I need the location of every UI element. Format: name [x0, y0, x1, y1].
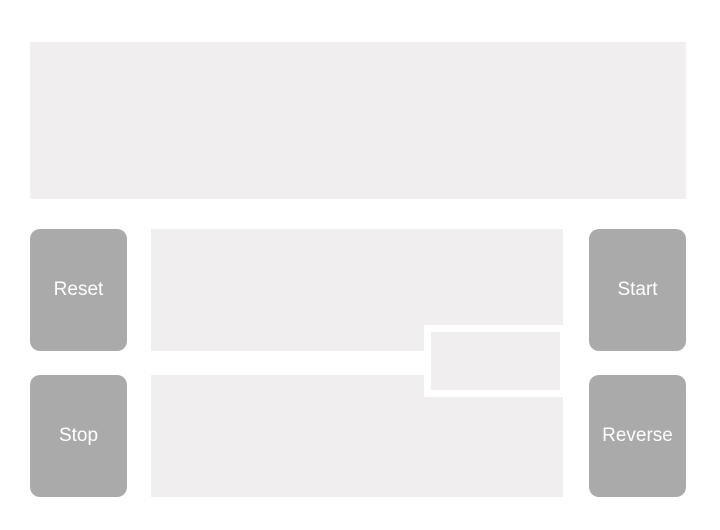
center-indicator-box: [431, 332, 560, 390]
reset-button[interactable]: Reset: [30, 229, 127, 351]
reverse-button[interactable]: Reverse: [589, 375, 686, 497]
display-panel: [30, 42, 686, 199]
start-button[interactable]: Start: [589, 229, 686, 351]
stop-button[interactable]: Stop: [30, 375, 127, 497]
center-indicator: [424, 325, 563, 397]
